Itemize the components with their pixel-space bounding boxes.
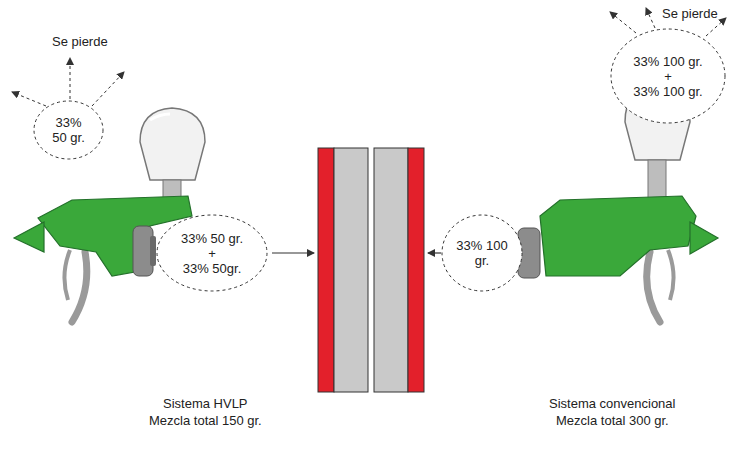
- amount-text: +: [208, 246, 216, 261]
- total-label: Mezcla total 300 gr.: [556, 413, 669, 428]
- loss-arrow: [646, 8, 655, 28]
- system-label: Sistema convencional: [549, 396, 675, 411]
- spray-gun: [150, 236, 156, 266]
- spray-gun: [690, 222, 718, 254]
- loss-arrow: [70, 58, 71, 99]
- amount-text: 33% 50gr.: [183, 261, 242, 276]
- spray-gun: [150, 114, 170, 120]
- system-label: Sistema HVLP: [163, 396, 248, 411]
- spray-gun: [668, 250, 674, 300]
- dashed-ellipse: 33% 100 gr.: [441, 214, 523, 292]
- spray-gun: [648, 160, 666, 198]
- ellipse-outline: [611, 29, 725, 123]
- direction-arrow: [428, 252, 441, 253]
- ellipse-outline: [34, 101, 103, 159]
- panel-section: [318, 148, 334, 392]
- ellipse-outline: [157, 215, 267, 291]
- ellipse-outline: [442, 215, 522, 291]
- loss-arrow: [610, 12, 636, 33]
- spray-gun: [14, 222, 44, 252]
- spray-gun: [64, 250, 70, 300]
- amount-text: 33% 50 gr.: [47, 115, 91, 145]
- amount-text: +: [664, 69, 672, 84]
- text-group: 33% 50 gr.+33% 50gr.: [181, 231, 243, 276]
- direction-arrow: [272, 252, 314, 253]
- dashed-ellipse: 33% 50 gr.+33% 50gr.: [156, 214, 268, 292]
- amount-text: 33% 100 gr.: [456, 238, 508, 268]
- text-group: 33% 100 gr.: [456, 238, 508, 268]
- total-label: Mezcla total 150 gr.: [149, 413, 262, 428]
- dashed-ellipse: 33% 100 gr.+33% 100 gr.: [610, 28, 726, 124]
- text-group: 33% 100 gr.+33% 100 gr.: [633, 54, 702, 99]
- loss-label: Se pierde: [52, 34, 108, 49]
- panel-section: [408, 148, 424, 392]
- amount-text: 33% 100 gr.: [633, 54, 702, 69]
- amount-text: 33% 50 gr.: [181, 231, 243, 246]
- panel-section: [374, 148, 408, 392]
- dashed-ellipse: 33% 50 gr.: [33, 100, 104, 160]
- direction-arrow: [272, 252, 441, 253]
- loss-label: Se pierde: [662, 6, 718, 21]
- amount-text: 33% 100 gr.: [633, 84, 702, 99]
- spray-gun: [647, 252, 660, 322]
- loss-arrow: [12, 92, 46, 106]
- spray-gun: [163, 180, 181, 198]
- spray-gun: [140, 108, 205, 180]
- panel-section: [334, 148, 368, 392]
- text-group: 33% 50 gr.: [47, 115, 91, 145]
- spray-gun: [72, 252, 87, 322]
- spray-gun: [513, 86, 718, 322]
- panel-section: [318, 148, 424, 392]
- loss-arrow: [92, 72, 124, 106]
- spray-gun: [540, 196, 696, 276]
